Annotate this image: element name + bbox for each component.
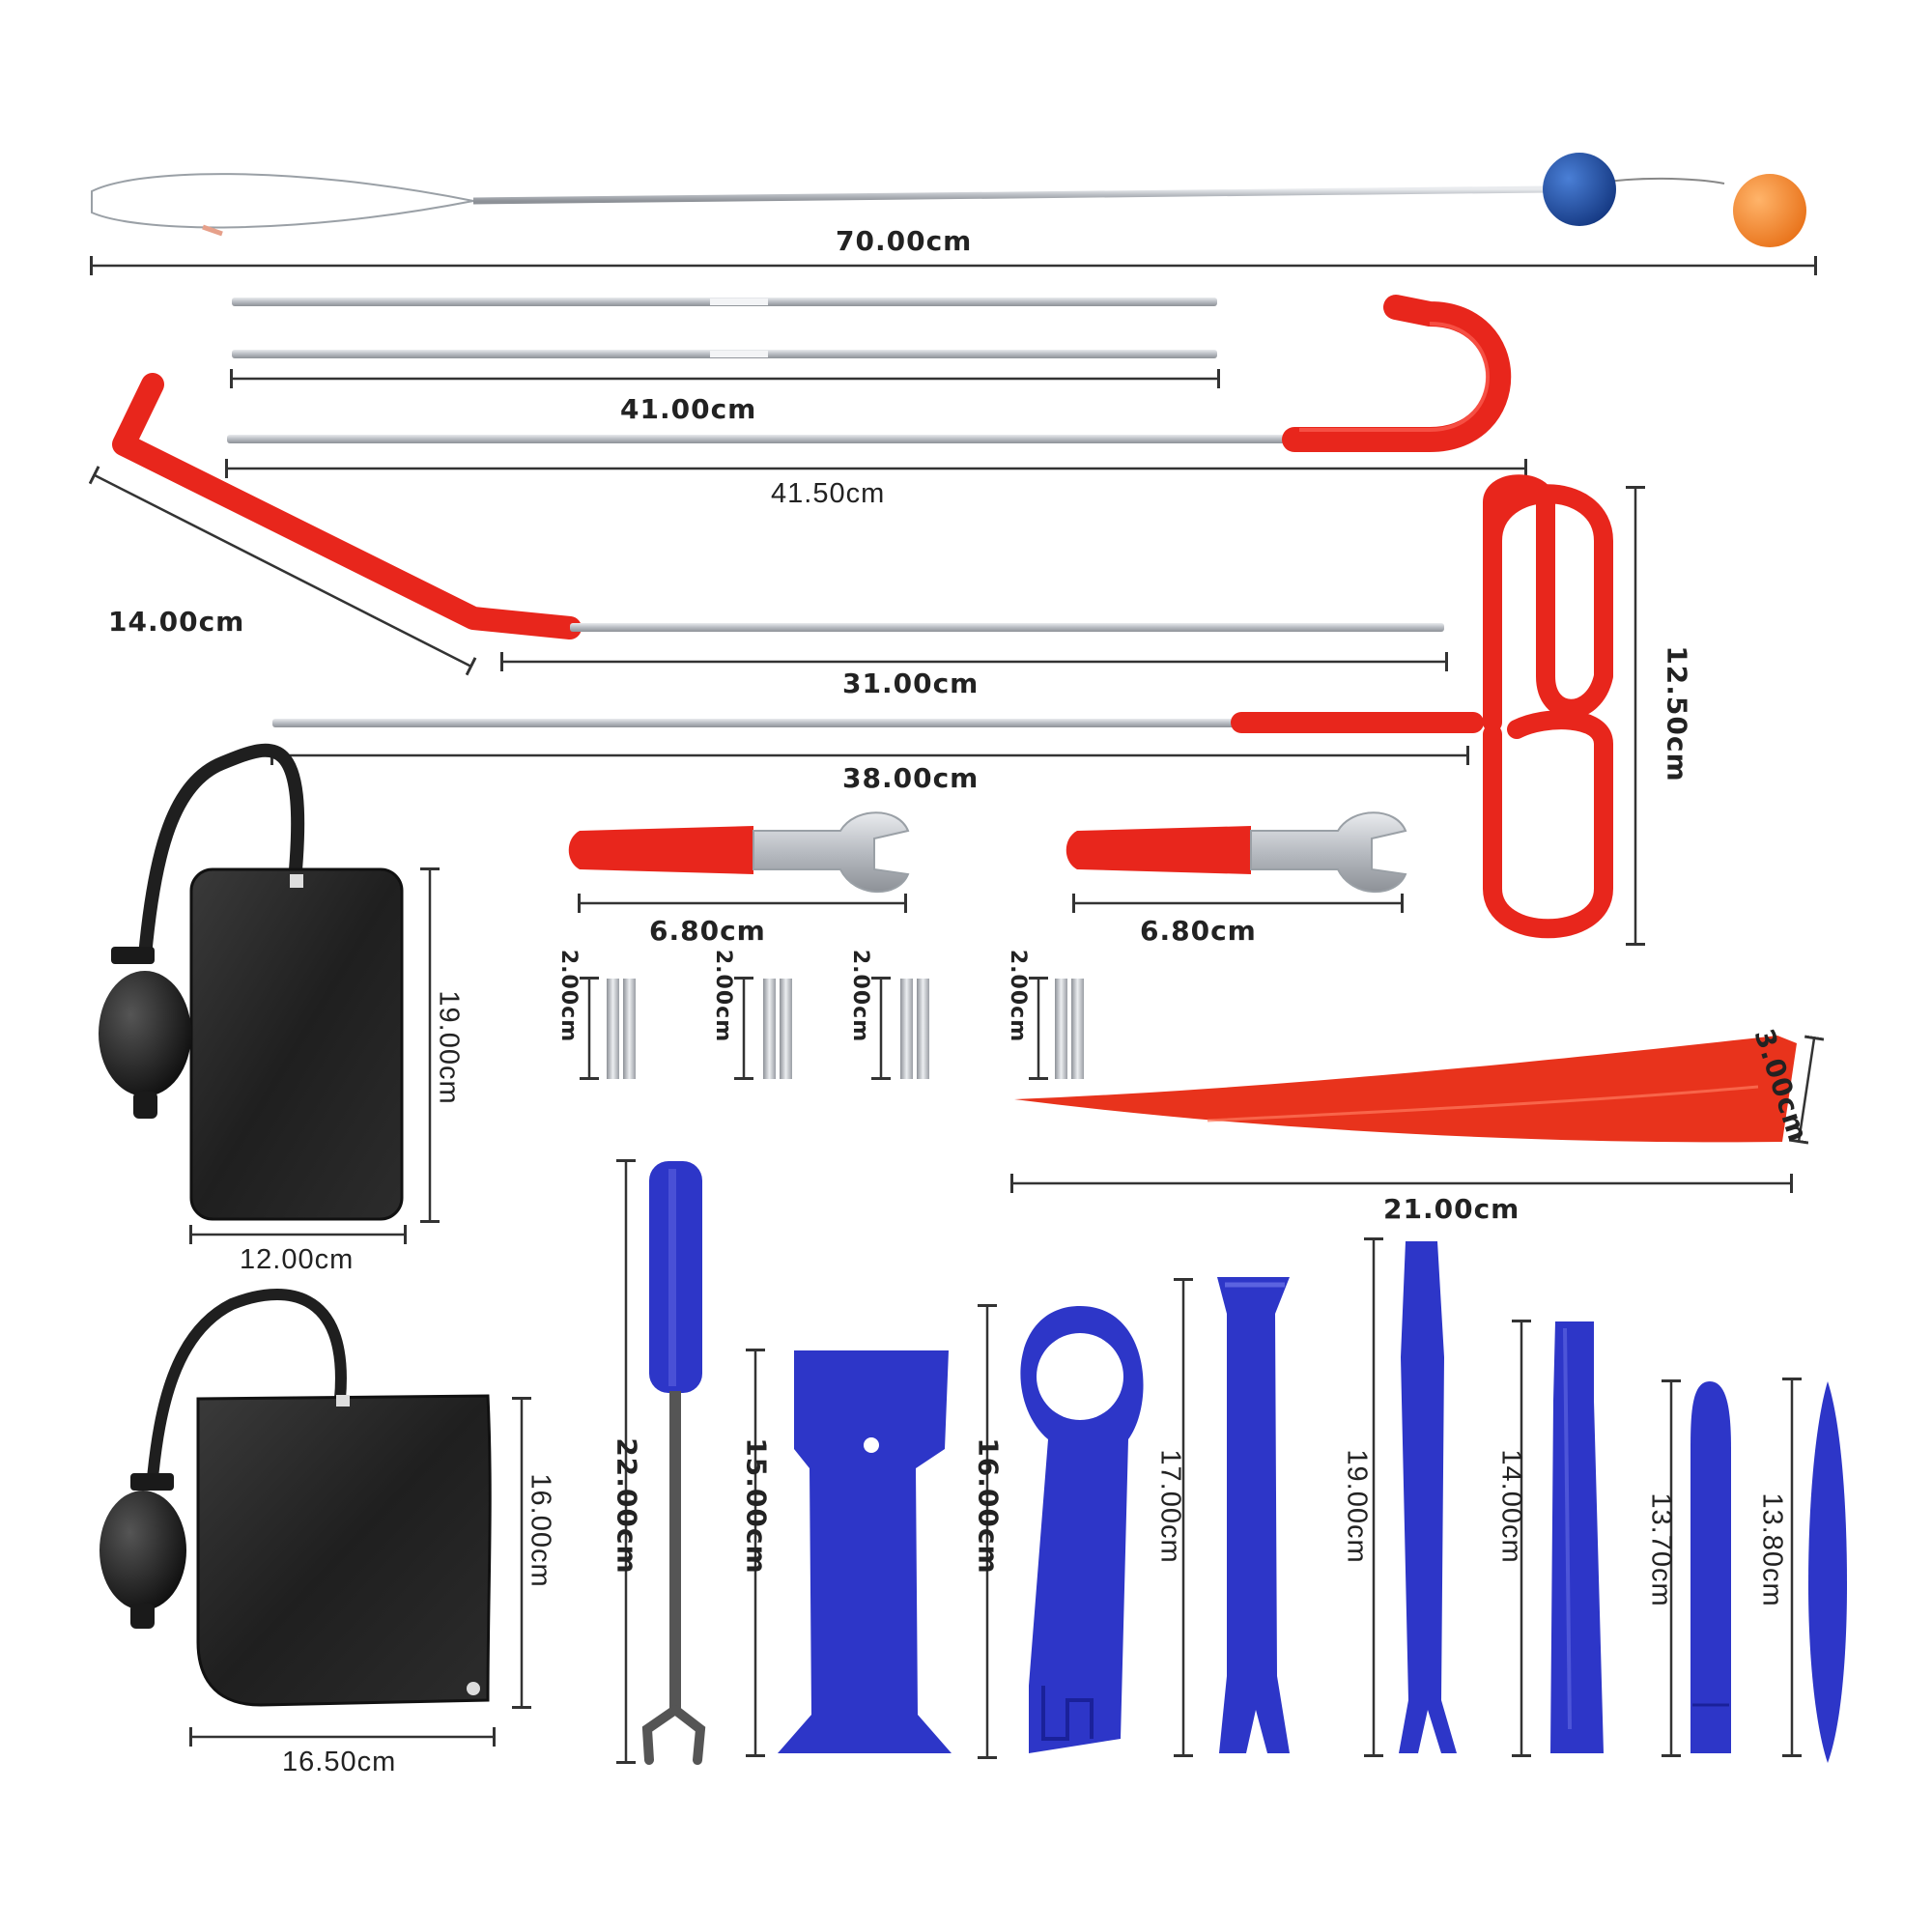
label-trim-flat: 14.00cm	[1495, 1449, 1527, 1564]
label-trim-slim-b: 13.80cm	[1756, 1492, 1788, 1607]
pin-set-2	[734, 977, 792, 1080]
label-bent-rod: 31.00cm	[842, 668, 980, 699]
label-t-handle-rod: 38.00cm	[842, 762, 980, 794]
label-wrench-right: 6.80cm	[1140, 915, 1257, 947]
label-long-reach: 70.00cm	[836, 225, 973, 257]
label-trim-ring: 17.00cm	[1154, 1449, 1186, 1564]
label-bag2-height: 16.00cm	[525, 1473, 556, 1588]
blue-ball-handle	[1543, 153, 1616, 226]
t-handle-rod	[272, 474, 1613, 939]
label-pin-2: 2.00cm	[711, 949, 736, 1043]
label-trim-slim-a: 13.70cm	[1645, 1492, 1677, 1607]
label-pin-3: 2.00cm	[848, 949, 873, 1043]
label-trim-forked: 19.00cm	[1341, 1449, 1373, 1564]
label-bag1-width: 12.00cm	[240, 1244, 355, 1275]
pin-set-4	[1029, 977, 1084, 1080]
orange-ball-handle	[1733, 174, 1806, 247]
trim-tool-forked	[1217, 1277, 1290, 1753]
label-pin-1: 2.00cm	[556, 949, 582, 1043]
label-wrench-left: 6.80cm	[649, 915, 766, 947]
j-hook-rod	[227, 295, 1512, 452]
dim-line-angle-tip	[88, 466, 477, 676]
label-t-handle-height: 12.50cm	[1661, 645, 1693, 782]
label-rods-pair: 41.00cm	[620, 393, 757, 425]
wedge-tool	[1014, 1036, 1797, 1143]
label-wedge-length: 21.00cm	[1383, 1193, 1520, 1225]
label-trim-wide-b: 16.00cm	[972, 1437, 1005, 1575]
trim-tool-flat	[1550, 1321, 1604, 1753]
air-bag-pump-2	[99, 1289, 492, 1707]
pin-set-1	[580, 977, 636, 1080]
label-bag2-width: 16.50cm	[282, 1747, 397, 1777]
wrench-left	[568, 811, 910, 894]
trim-tool-ring	[1020, 1306, 1144, 1753]
long-reach-tool	[91, 153, 1806, 247]
label-trim-wide-a: 15.00cm	[740, 1437, 773, 1575]
label-j-hook: 41.50cm	[771, 478, 886, 509]
air-bag-pump-1	[99, 743, 404, 1221]
label-screwdriver: 22.00cm	[611, 1437, 643, 1575]
label-pin-4: 2.00cm	[1006, 949, 1031, 1043]
pin-set-3	[871, 977, 929, 1080]
trim-tool-fork-long	[1399, 1241, 1457, 1753]
label-bag1-height: 19.00cm	[433, 990, 465, 1105]
screwdriver-fork	[641, 1161, 706, 1765]
dim-line-wedge-height	[1788, 1035, 1825, 1145]
trim-tool-slim-b	[1808, 1381, 1847, 1763]
trim-tool-slim-a	[1690, 1381, 1731, 1753]
label-angle-tip: 14.00cm	[108, 606, 245, 638]
wrench-right	[1065, 811, 1407, 894]
straight-rods-pair	[232, 298, 1217, 358]
trim-tool-wide	[778, 1350, 952, 1753]
